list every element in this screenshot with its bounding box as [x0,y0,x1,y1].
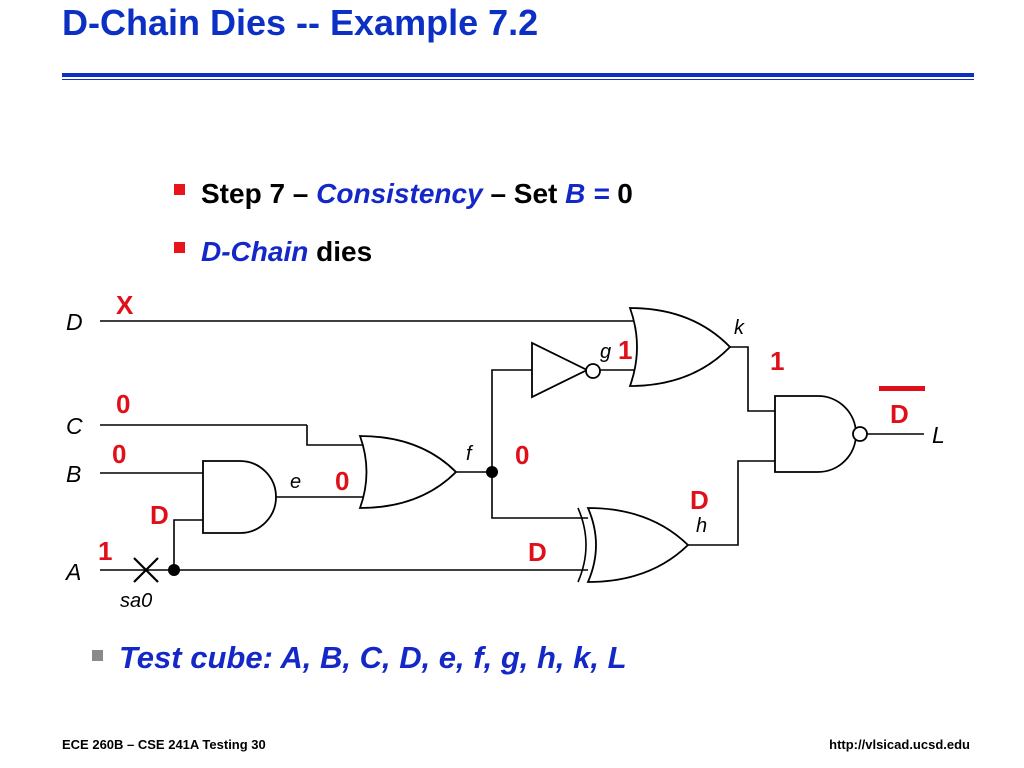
fault-x-icon [133,557,159,583]
value-D: X [116,290,134,320]
value-h-in: D [528,537,547,567]
bullet-square-icon [174,242,185,253]
or-gate-k [628,307,732,387]
input-label-A: A [64,559,81,585]
wire-f-to-xor [491,472,588,519]
value-k: 1 [770,346,784,376]
node-label-g: g [600,341,611,363]
wire-f-to-inv [491,369,532,472]
test-cube-label: Test cube [119,640,263,675]
title-underline-thin [62,79,974,80]
bullet-step7: Step 7 – Consistency – Set B = 0 [174,178,633,210]
slide-title: D-Chain Dies -- Example 7.2 [62,2,539,43]
wires [100,320,924,571]
value-A-branch: D [150,500,169,530]
nand-gate-L [774,395,857,473]
footer-course: ECE 260B – CSE 241A Testing 30 [62,737,266,752]
value-A: 1 [98,536,112,566]
xor-gate-h [586,507,690,583]
value-h-top: D [690,485,709,515]
test-cube-row: Test cube: A, B, C, D, e, f, g, h, k, L [92,640,627,676]
xor-back-curve [577,507,587,583]
inverter-bubble [585,363,601,379]
test-cube-signals: A, B, C, D, e, f, g, h, k, L [280,640,627,675]
node-label-k: k [734,317,745,339]
fault-label: sa0 [120,590,152,612]
node-label-f: f [466,443,474,465]
gates [202,307,868,583]
value-f: 0 [515,440,529,470]
junction-A [168,564,180,576]
value-e: 0 [335,466,349,496]
value-g: 1 [618,335,632,365]
footer-url: http://vlsicad.ucsd.edu [829,737,970,752]
bullet-square-icon [174,184,185,195]
and-gate-e [202,460,277,534]
output-label-L: L [932,422,945,448]
value-L: D [890,399,909,429]
title-underline [62,73,974,77]
wire-h [686,460,782,546]
or-gate-f [358,435,458,509]
input-label-B: B [66,461,81,487]
bullet-square-icon [92,650,103,661]
nand-bubble [852,426,868,442]
wire-C-to-or [306,425,364,446]
wire-A-branch [173,519,203,570]
wire-k [728,346,782,412]
junction-f [486,466,498,478]
value-B: 0 [112,439,126,469]
node-label-h: h [696,515,707,537]
value-C: 0 [116,389,130,419]
input-label-C: C [66,413,83,439]
inverter-g [531,341,590,399]
input-label-D: D [66,309,83,335]
value-L-overbar [879,386,925,391]
bullet-dchain: D-Chain dies [174,236,372,268]
node-label-e: e [290,471,301,493]
